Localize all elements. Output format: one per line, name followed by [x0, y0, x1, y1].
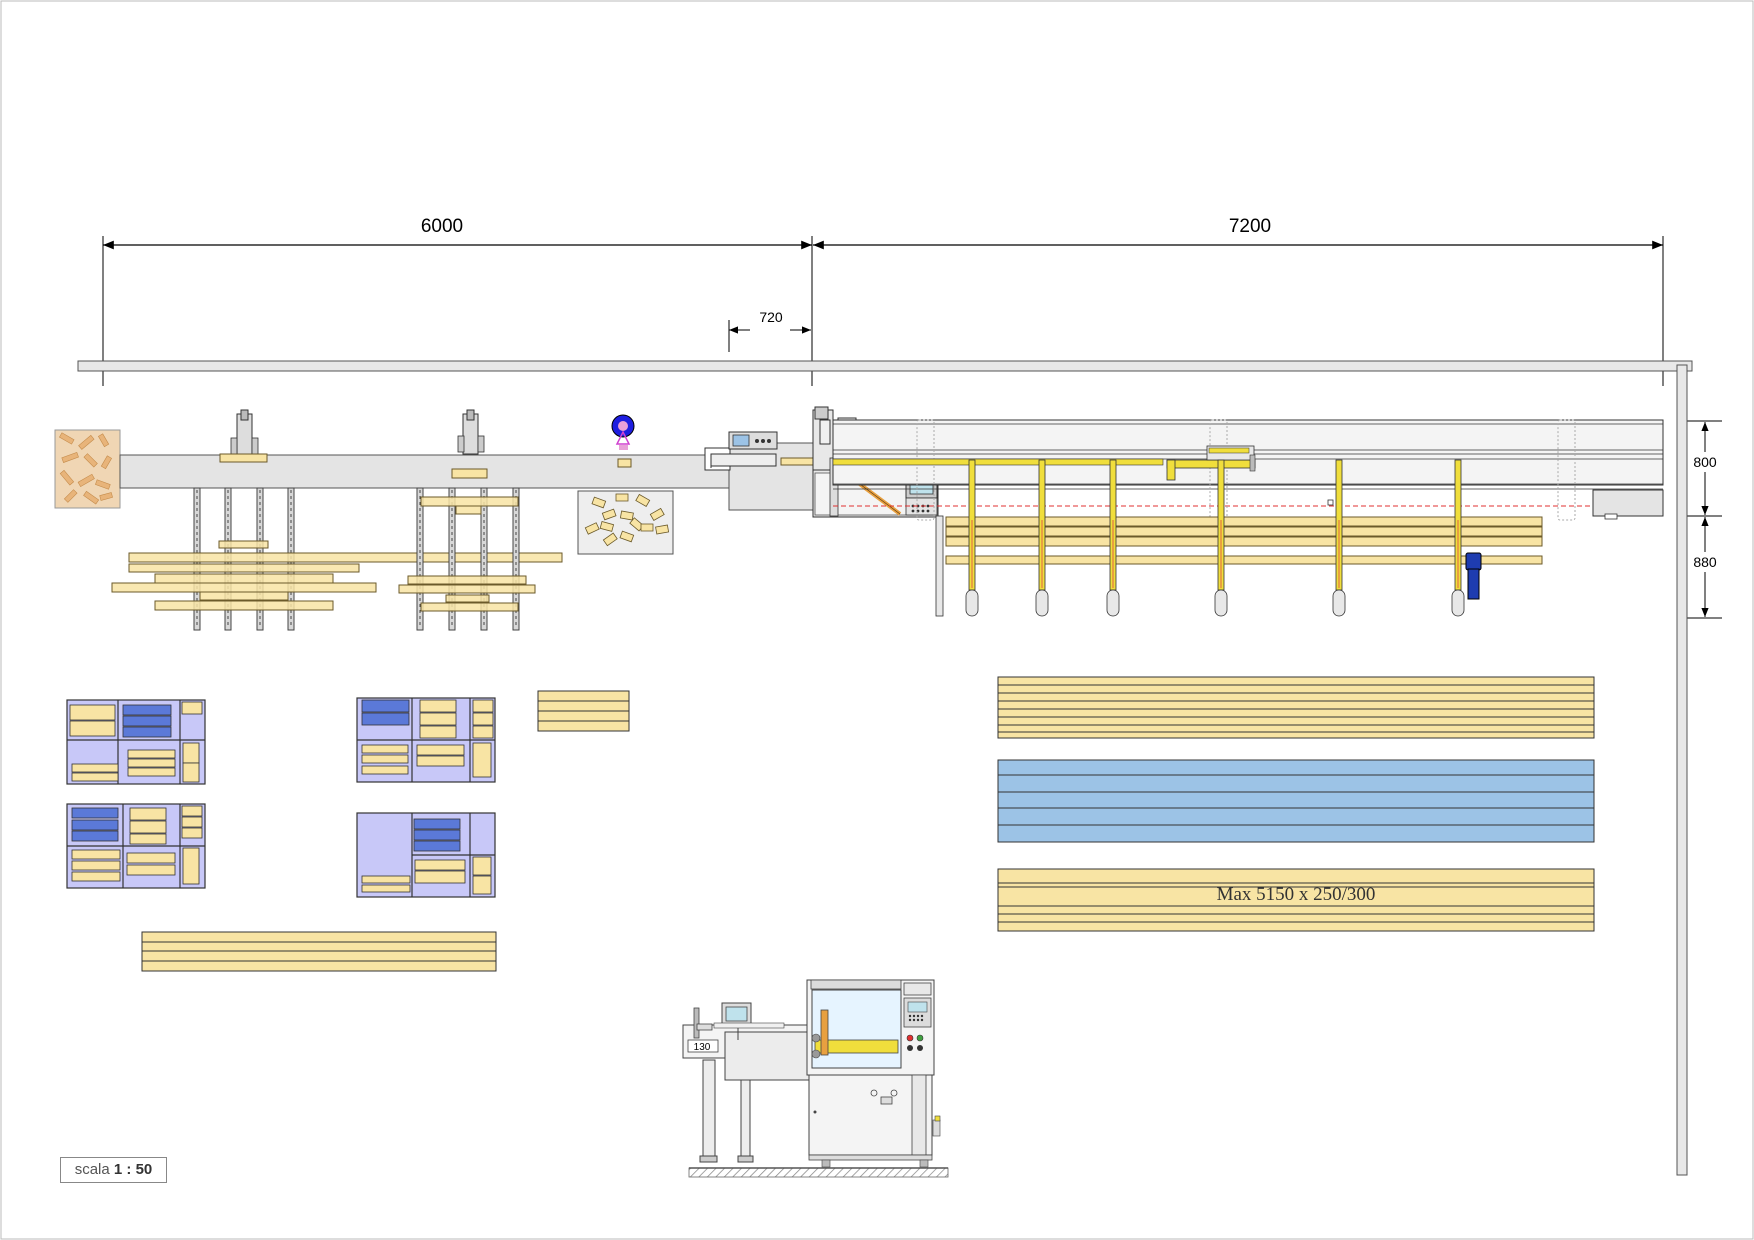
max-size-label: Max 5150 x 250/300 — [1217, 884, 1376, 905]
offcut-bin — [577, 490, 674, 555]
board-stack-right-1 — [997, 676, 1595, 739]
board-stack-small — [537, 690, 630, 732]
dimension-880-label: 880 — [1693, 554, 1717, 570]
dimension-720: 720 — [728, 309, 811, 352]
dimension-720-label: 720 — [759, 309, 783, 325]
support-leg — [965, 459, 979, 617]
board-stack-long-left — [141, 931, 497, 972]
drive-motor — [1465, 552, 1482, 600]
support-leg-front — [935, 515, 944, 617]
machine-front-view: 130 — [682, 979, 949, 1178]
panel-layout-4 — [356, 812, 496, 898]
dimension-7200-label: 7200 — [1229, 216, 1271, 237]
board-stack-right-2 — [997, 759, 1595, 843]
scale-indicator: scala 1 : 50 — [60, 1157, 167, 1183]
support-leg — [1332, 459, 1346, 617]
panel-layout-3 — [66, 803, 206, 889]
infeed-conveyor — [119, 454, 731, 489]
pusher-unit-2 — [451, 409, 488, 479]
board-stack-right-3: Max 5150 x 250/300 — [997, 868, 1595, 932]
outfeed-legs — [935, 459, 1465, 617]
wood-chip-pile — [54, 429, 121, 509]
support-leg — [1451, 459, 1465, 617]
support-leg — [1035, 459, 1049, 617]
dimension-7200: 7200 — [811, 216, 1664, 386]
machine-number-label: 130 — [694, 1042, 711, 1053]
support-leg — [1106, 459, 1120, 617]
scale-prefix: scala — [74, 1161, 110, 1178]
wall-top — [77, 360, 1693, 372]
scale-value: 1 : 50 — [113, 1161, 153, 1178]
outfeed-conveyor — [832, 419, 1664, 521]
storage-rack-2 — [398, 487, 536, 631]
support-leg — [1214, 459, 1228, 617]
dimension-6000-label: 6000 — [421, 216, 463, 237]
panel-layout-2 — [356, 697, 496, 783]
panel-layout-1 — [66, 699, 206, 785]
dimension-880: 880 — [1682, 517, 1722, 619]
marking-unit — [611, 414, 635, 468]
storage-rack-1 — [111, 487, 563, 631]
pusher-unit-1 — [219, 409, 268, 463]
wall-right — [1676, 364, 1688, 1176]
dimension-800: 800 — [1682, 420, 1722, 517]
dimension-800-label: 800 — [1693, 454, 1717, 470]
outfeed-support-boards — [945, 516, 1543, 565]
